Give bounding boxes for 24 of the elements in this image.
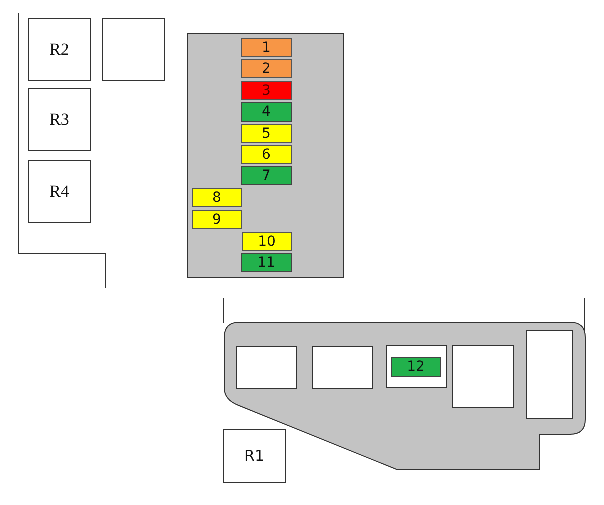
relay-slot bbox=[312, 346, 373, 389]
fuse: 11 bbox=[241, 253, 292, 272]
relay-slot bbox=[236, 346, 297, 389]
relay: R4 bbox=[28, 160, 91, 223]
relay-slot bbox=[526, 330, 573, 419]
relay-panel bbox=[224, 322, 586, 470]
relay-slot bbox=[102, 18, 165, 81]
fuse: 8 bbox=[192, 188, 242, 207]
fuse: 3 bbox=[241, 81, 292, 100]
fuse: 4 bbox=[241, 102, 292, 122]
fuse: 1 bbox=[241, 38, 292, 57]
fuse: 9 bbox=[192, 210, 242, 229]
fuse: 10 bbox=[242, 232, 292, 251]
relay: R1 bbox=[223, 429, 286, 483]
fuse: 5 bbox=[241, 124, 292, 143]
fuse: 12 bbox=[391, 357, 441, 377]
fuse: 2 bbox=[241, 59, 292, 78]
relay: R2 bbox=[28, 18, 91, 81]
fuse-slot bbox=[386, 345, 447, 388]
fuse: 7 bbox=[241, 166, 292, 185]
relay-slot bbox=[452, 345, 514, 408]
relay: R3 bbox=[28, 88, 91, 151]
fuse: 6 bbox=[241, 145, 292, 164]
fuse-panel bbox=[187, 33, 344, 278]
